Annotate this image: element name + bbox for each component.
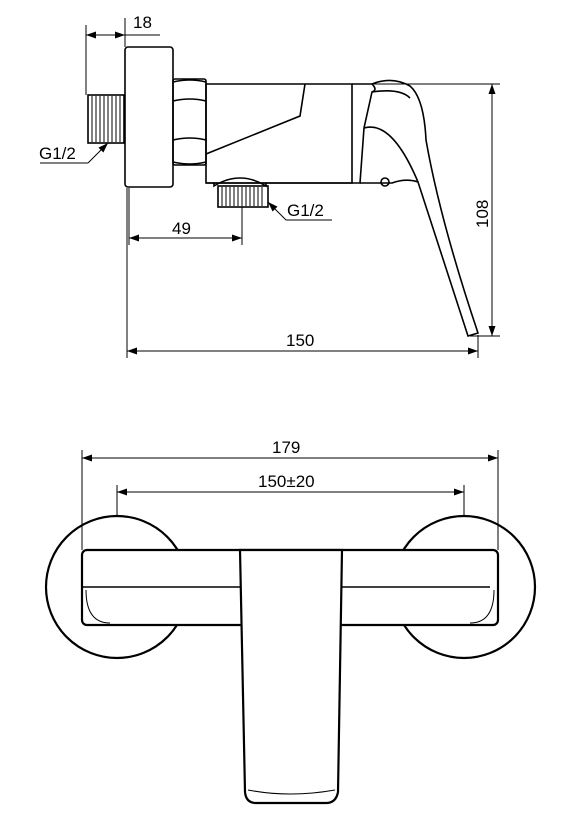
dim-height-label: 108 xyxy=(473,200,492,228)
mixer-body xyxy=(205,83,353,184)
dimension-lines-side xyxy=(40,18,500,358)
threaded-inlet xyxy=(87,94,125,144)
dim-length-label: 150 xyxy=(286,331,314,350)
wall-flange-side xyxy=(124,46,174,188)
side-view: 18 G1/2 G1/2 49 150 108 xyxy=(39,13,500,358)
dim-top-label: 18 xyxy=(133,13,152,32)
dim-thread-left-label: G1/2 xyxy=(39,144,76,163)
bottom-outlet xyxy=(213,177,269,208)
dim-overall-label: 179 xyxy=(272,438,300,457)
dim-thread-bottom-label: G1/2 xyxy=(287,201,324,220)
top-view: 179 150±20 xyxy=(44,438,537,805)
lever-handle-side xyxy=(352,79,480,337)
dim-offset-label: 49 xyxy=(172,219,191,238)
hex-nut xyxy=(172,78,207,166)
dim-centers-label: 150±20 xyxy=(258,472,315,491)
dimension-lines-top xyxy=(81,450,499,550)
lever-handle-top xyxy=(238,548,344,805)
